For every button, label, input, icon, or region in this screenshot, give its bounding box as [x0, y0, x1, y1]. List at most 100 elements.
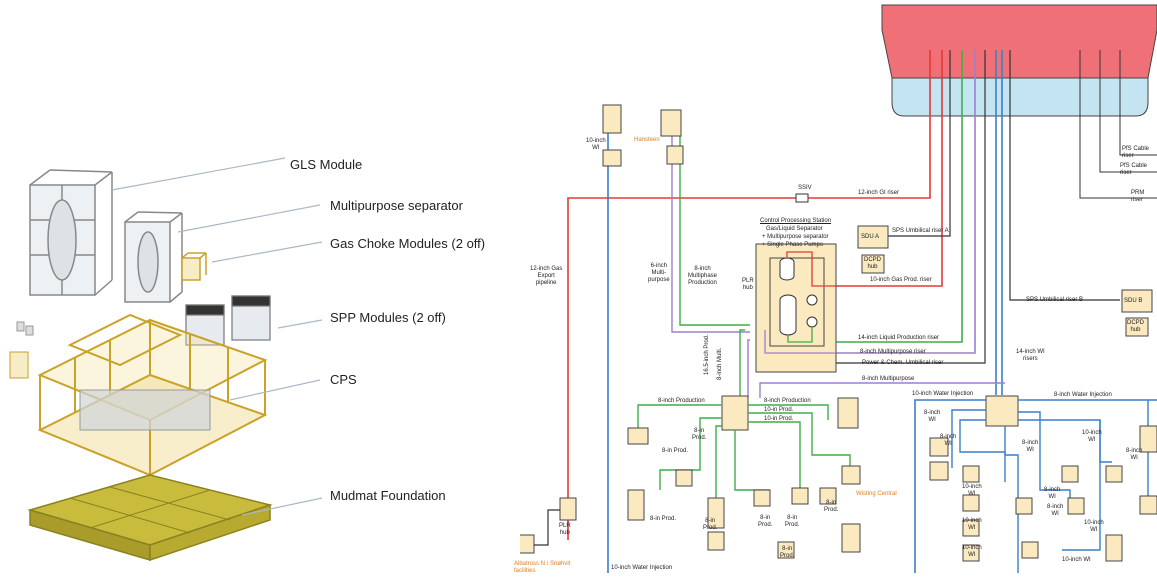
- cps-leader-line: [229, 379, 321, 401]
- prod-8-left-label: 8-inch Production: [658, 398, 705, 404]
- cps-vessel-outline: [769, 257, 825, 347]
- small-parts-drawing: [9, 321, 34, 379]
- cps-label: CPS: [330, 372, 357, 387]
- plr-hub-top-label: PLR hub: [742, 278, 754, 291]
- plr-hub-bottom-label: PLR hub: [559, 523, 571, 536]
- spp-modules-label: SPP Modules (2 off): [330, 310, 446, 325]
- field-layout-schematic: [517, 4, 1157, 573]
- cps-internal-red: [786, 251, 836, 287]
- pfs-cable-2-label: PfS Cable riser: [1120, 163, 1148, 176]
- pfs-cable-line-2: [1099, 50, 1157, 173]
- dcpd-b-label: DCPD hub: [1127, 320, 1145, 333]
- prod-10-b-line: [748, 421, 801, 498]
- wi-8-d-label: 8-inch WI: [1044, 487, 1061, 500]
- power-chem-label: Power & Chem. Umbilical riser: [862, 360, 944, 366]
- production-wells: [602, 104, 861, 559]
- water-inj-10-right-label: 10-inch Water Injection: [912, 391, 974, 397]
- wi-branch-2: [959, 419, 1006, 482]
- single-phase-pump-1: [806, 294, 818, 306]
- gas-choke-modules-label: Gas Choke Modules (2 off): [330, 236, 486, 251]
- gas-choke-leader-line: [211, 241, 323, 263]
- cps-frame-drawing: [37, 313, 268, 477]
- prod-16-label: 16.5-inch Prod.: [704, 334, 710, 375]
- eight-inch-mp-prod-label: 8-inch Multiphase Production: [688, 266, 718, 286]
- prod-8-right-label: 8-inch Production: [764, 398, 811, 404]
- hansteen-label: Hansteen: [634, 137, 660, 143]
- mudmat-foundation-label: Mudmat Foundation: [330, 488, 446, 503]
- cps-to-manifold-mp: [747, 339, 750, 398]
- multipurpose-leader-line: [177, 204, 321, 233]
- multipurpose-separator-vessel: [779, 294, 797, 336]
- mudmat-leader-line: [241, 497, 323, 516]
- sdu-a-box: [857, 225, 889, 249]
- wi-branch-1: [951, 409, 986, 468]
- albatross-label: Albatross N / Snøhvit facilities: [514, 561, 571, 574]
- gls-leader-line: [111, 157, 286, 191]
- module-illustration: [9, 157, 323, 562]
- multipurpose-separator-label: Multipurpose separator: [330, 198, 463, 213]
- wi-10-bottom-label: 10-inch WI: [1062, 557, 1091, 563]
- prod-8in-h-label: 8-in Prod.: [824, 500, 839, 513]
- wi-branch-6: [1062, 420, 1101, 551]
- plr-hub-bottom: [559, 497, 577, 521]
- gas-liquid-separator-vessel: [779, 257, 795, 281]
- prod-10-a-line: [748, 412, 851, 470]
- mp-8-bottom-label: 8-inch Multipurpose: [862, 376, 915, 382]
- prod-8-right-line: [748, 404, 829, 420]
- gas-choke-drawing: [181, 252, 207, 281]
- six-inch-mp-label: 6-inch Multi- purpose: [648, 263, 670, 283]
- wi-branch-3: [1018, 411, 1071, 505]
- wi-8-f-label: 8-inch WI: [1126, 448, 1143, 461]
- sps-umbilical-a-label: SPS Umbilical riser A: [892, 228, 949, 234]
- cps-internal-purple: [764, 330, 836, 354]
- wisting-central-label: Wisting Central: [856, 491, 897, 497]
- wi-10-d-label: 10-inch WI: [1084, 520, 1104, 533]
- prod-8in-b-label: 8-in Prod.: [650, 516, 677, 522]
- sdu-a-label: SDU A: [861, 234, 880, 240]
- module-illustration-panel: GLS Module Multipurpose separator Gas Ch…: [0, 0, 520, 573]
- liquid-prod-riser-label: 14-inch Liquid Production riser: [858, 335, 940, 341]
- wi-10-label: 10-inch WI: [586, 138, 606, 151]
- hansteen-mp-line: [671, 130, 750, 333]
- pfs-cable-line-1: [1119, 50, 1157, 156]
- water-inj-10-bottom-label: 10-inch Water Injection: [611, 565, 673, 571]
- dcpd-a-box: [861, 254, 885, 274]
- multipurpose-separator-drawing: [124, 211, 183, 303]
- prod-8in-c-label: 8-in Prod.: [692, 428, 707, 441]
- wi-risers-label: 14-inch WI risers: [1016, 349, 1045, 362]
- prod-8in-b-line: [715, 425, 722, 500]
- wi-8-e-label: 8-inch WI: [1047, 504, 1064, 517]
- dcpd-a-label: DCPD hub: [864, 257, 882, 270]
- wi-10-c-label: 10-inch WI: [1082, 430, 1102, 443]
- sps-umbilical-a-line: [888, 50, 951, 237]
- wi-manifold: [985, 395, 1019, 427]
- prod-8-left-line: [637, 404, 722, 428]
- prod-10-b-label: 10-in Prod.: [764, 416, 794, 422]
- gas-export-label: 12-inch Gas Export pipeline: [530, 266, 563, 286]
- prod-8in-a-label: 8-in Prod.: [662, 448, 689, 454]
- mudmat-drawing: [27, 474, 273, 562]
- ssiv-valve: [795, 193, 809, 203]
- wi-8-a-label: 8-inch WI: [924, 410, 941, 423]
- fpso-hull: [891, 77, 1149, 117]
- cps-internal-green: [787, 327, 813, 343]
- water-inj-8-right-label: 8-inch Water Injection: [1054, 392, 1112, 398]
- prod-8in-e-label: 8-in Prod.: [758, 515, 773, 528]
- wi-10-a-label: 10-inch WI: [962, 484, 982, 497]
- mp-riser-line: [836, 50, 976, 354]
- gas-prod-riser-line: [836, 50, 943, 287]
- prod-8in-f-label: 8-in Prod.: [785, 515, 800, 528]
- prm-riser-label: PRM riser: [1131, 190, 1145, 203]
- pfs-cable-1-label: PfS Cable riser: [1122, 146, 1150, 159]
- sps-umbilical-b-label: SPS Umbilical riser B: [1026, 297, 1084, 303]
- prod-8in-g-label: 8-in Prod.: [780, 546, 795, 559]
- spp-leader-line: [277, 319, 323, 329]
- gls-module-drawing: [29, 169, 113, 296]
- wi-10-e-label: 10-inch WI: [962, 545, 982, 558]
- sdu-b-label: SDU B: [1124, 298, 1143, 304]
- wi-8-b-label: 8-inch WI: [940, 434, 957, 447]
- dcpd-b-box: [1125, 317, 1149, 337]
- prm-riser-line: [1079, 50, 1157, 199]
- prod-8in-d-label: 8-in Prod.: [703, 518, 718, 531]
- water-inj-10-right-line: [914, 399, 986, 573]
